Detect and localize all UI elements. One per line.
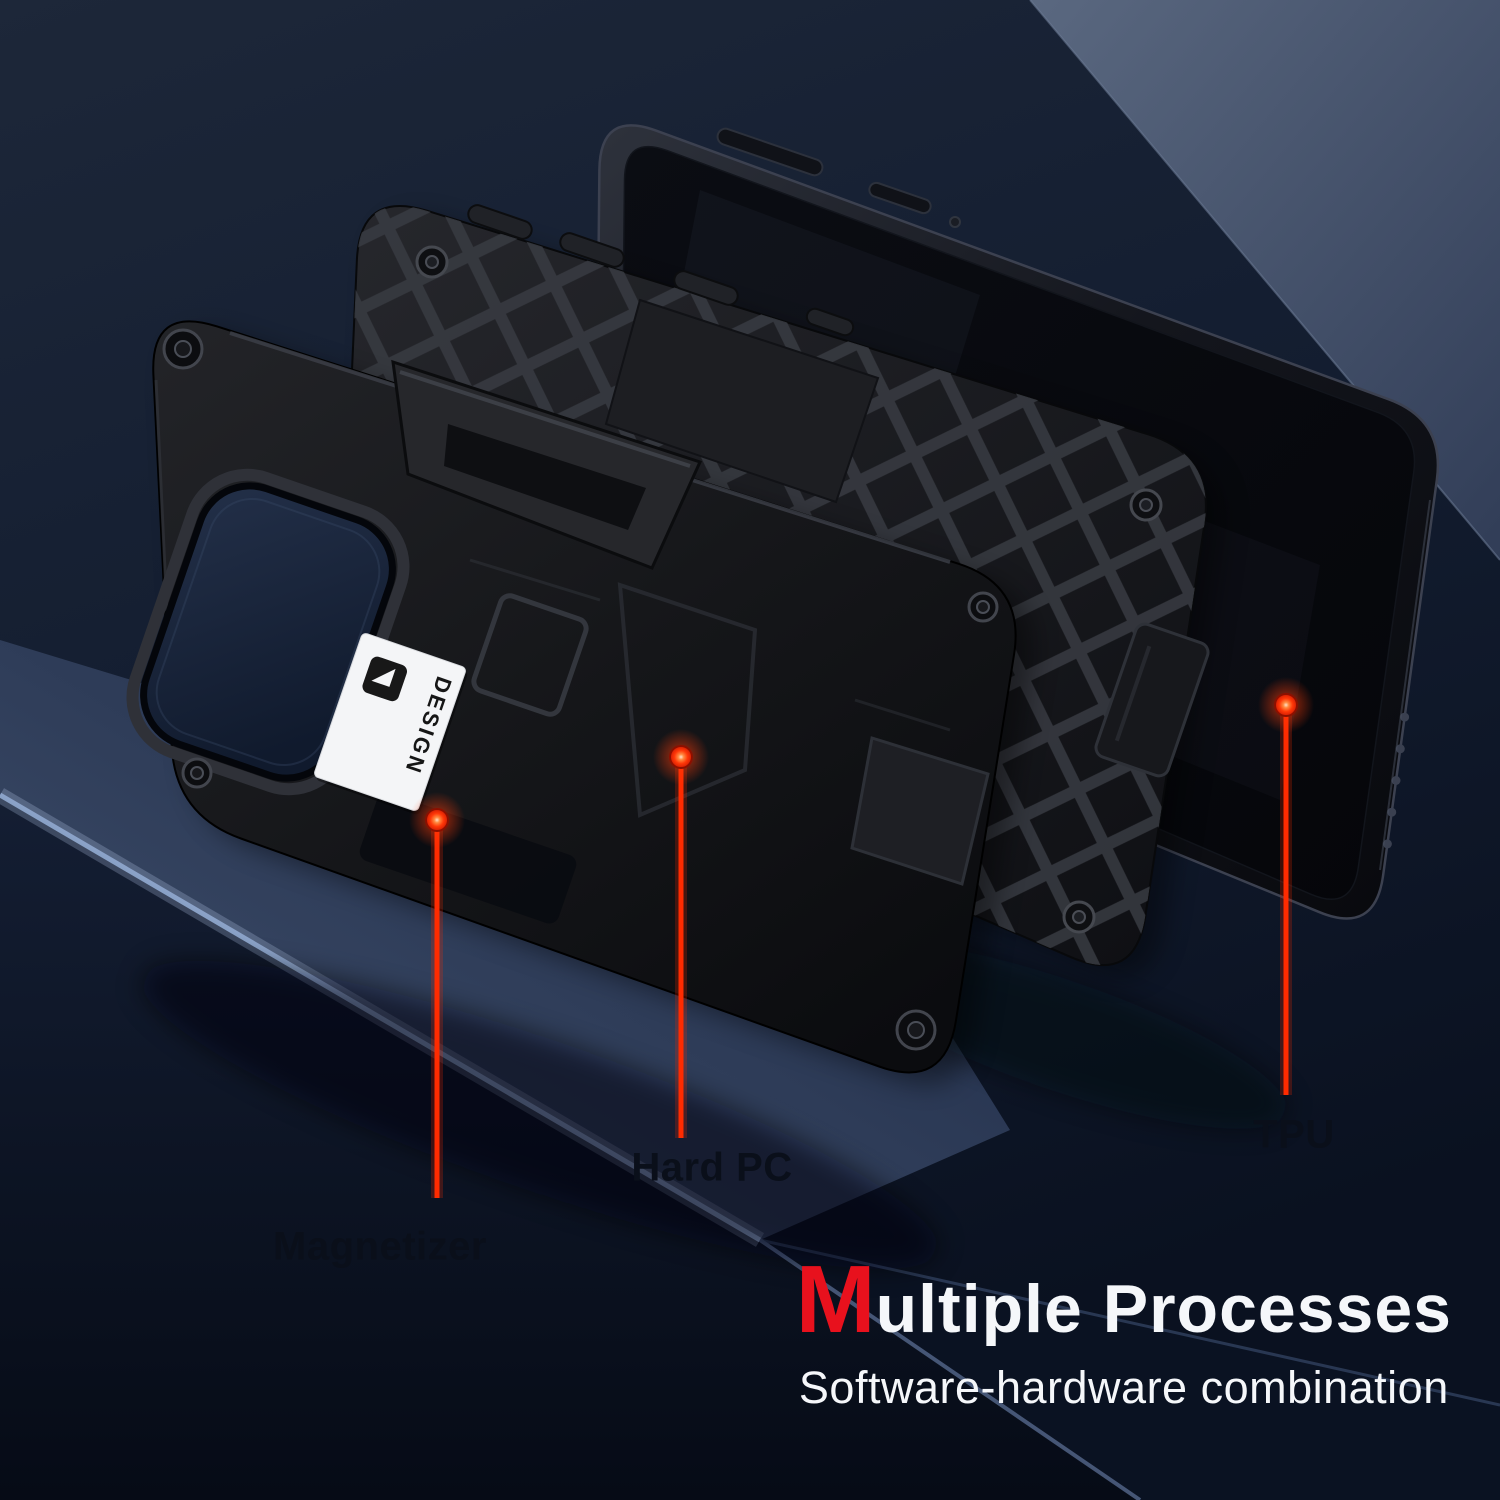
- magnetizer-dot: [425, 808, 449, 832]
- shell-button-2: [559, 232, 625, 268]
- camera-cutout-rim: [155, 497, 381, 767]
- title-rest-text: ultiple Processes: [875, 1271, 1452, 1347]
- title-lead-letter: M: [795, 1246, 876, 1353]
- facet-line-2: [854, 698, 951, 732]
- callouts-layer: [409, 677, 1314, 1198]
- tpu-label: TPU: [1253, 1112, 1335, 1157]
- camera-cutout: [126, 468, 410, 796]
- page-subtitle: Software-hardware combination: [798, 1362, 1449, 1413]
- page-title: Multiple Processes: [796, 1252, 1452, 1348]
- brand-logo-glyph: [371, 668, 396, 687]
- table-corner-edge: [758, 1238, 1142, 1500]
- kickstand-slot: [444, 424, 646, 530]
- camera-dot: [949, 216, 961, 228]
- magnetizer-label: Magnetizer: [273, 1224, 487, 1269]
- side-bump: [850, 736, 990, 886]
- title-block: Multiple Processes Software-hardware com…: [796, 1252, 1452, 1414]
- inner-shell-screws: [415, 245, 1163, 934]
- kickstand: [391, 359, 703, 570]
- shell-clip-detail: [1114, 645, 1152, 742]
- shell-button-1: [467, 204, 533, 240]
- case-screws: [162, 328, 999, 1051]
- kickstand-highlight: [399, 370, 691, 468]
- hard-pc-label: Hard PC: [631, 1145, 793, 1190]
- phone-edge-highlight: [1379, 499, 1431, 871]
- logo-sticker: DESIGN: [314, 633, 468, 815]
- facet-line-1: [469, 558, 601, 602]
- facet-square: [471, 593, 589, 717]
- facet-panel: [617, 582, 758, 818]
- logo-sticker-face: [314, 633, 466, 811]
- speaker-slot: [716, 127, 824, 177]
- table-side-face: [760, 1240, 1500, 1500]
- outer-case: DESIGN: [126, 320, 1017, 1074]
- phone-port-dots: [1382, 712, 1410, 849]
- case-shadow: [142, 960, 938, 1270]
- shell-button-3: [673, 270, 739, 306]
- shell-button-4: [805, 307, 855, 337]
- tpu-dot: [1274, 693, 1298, 717]
- kickstand-back-plate: [604, 298, 880, 504]
- sensor-slot: [868, 181, 932, 215]
- shell-side-clip: [1094, 622, 1210, 778]
- hardpc-dot: [669, 745, 693, 769]
